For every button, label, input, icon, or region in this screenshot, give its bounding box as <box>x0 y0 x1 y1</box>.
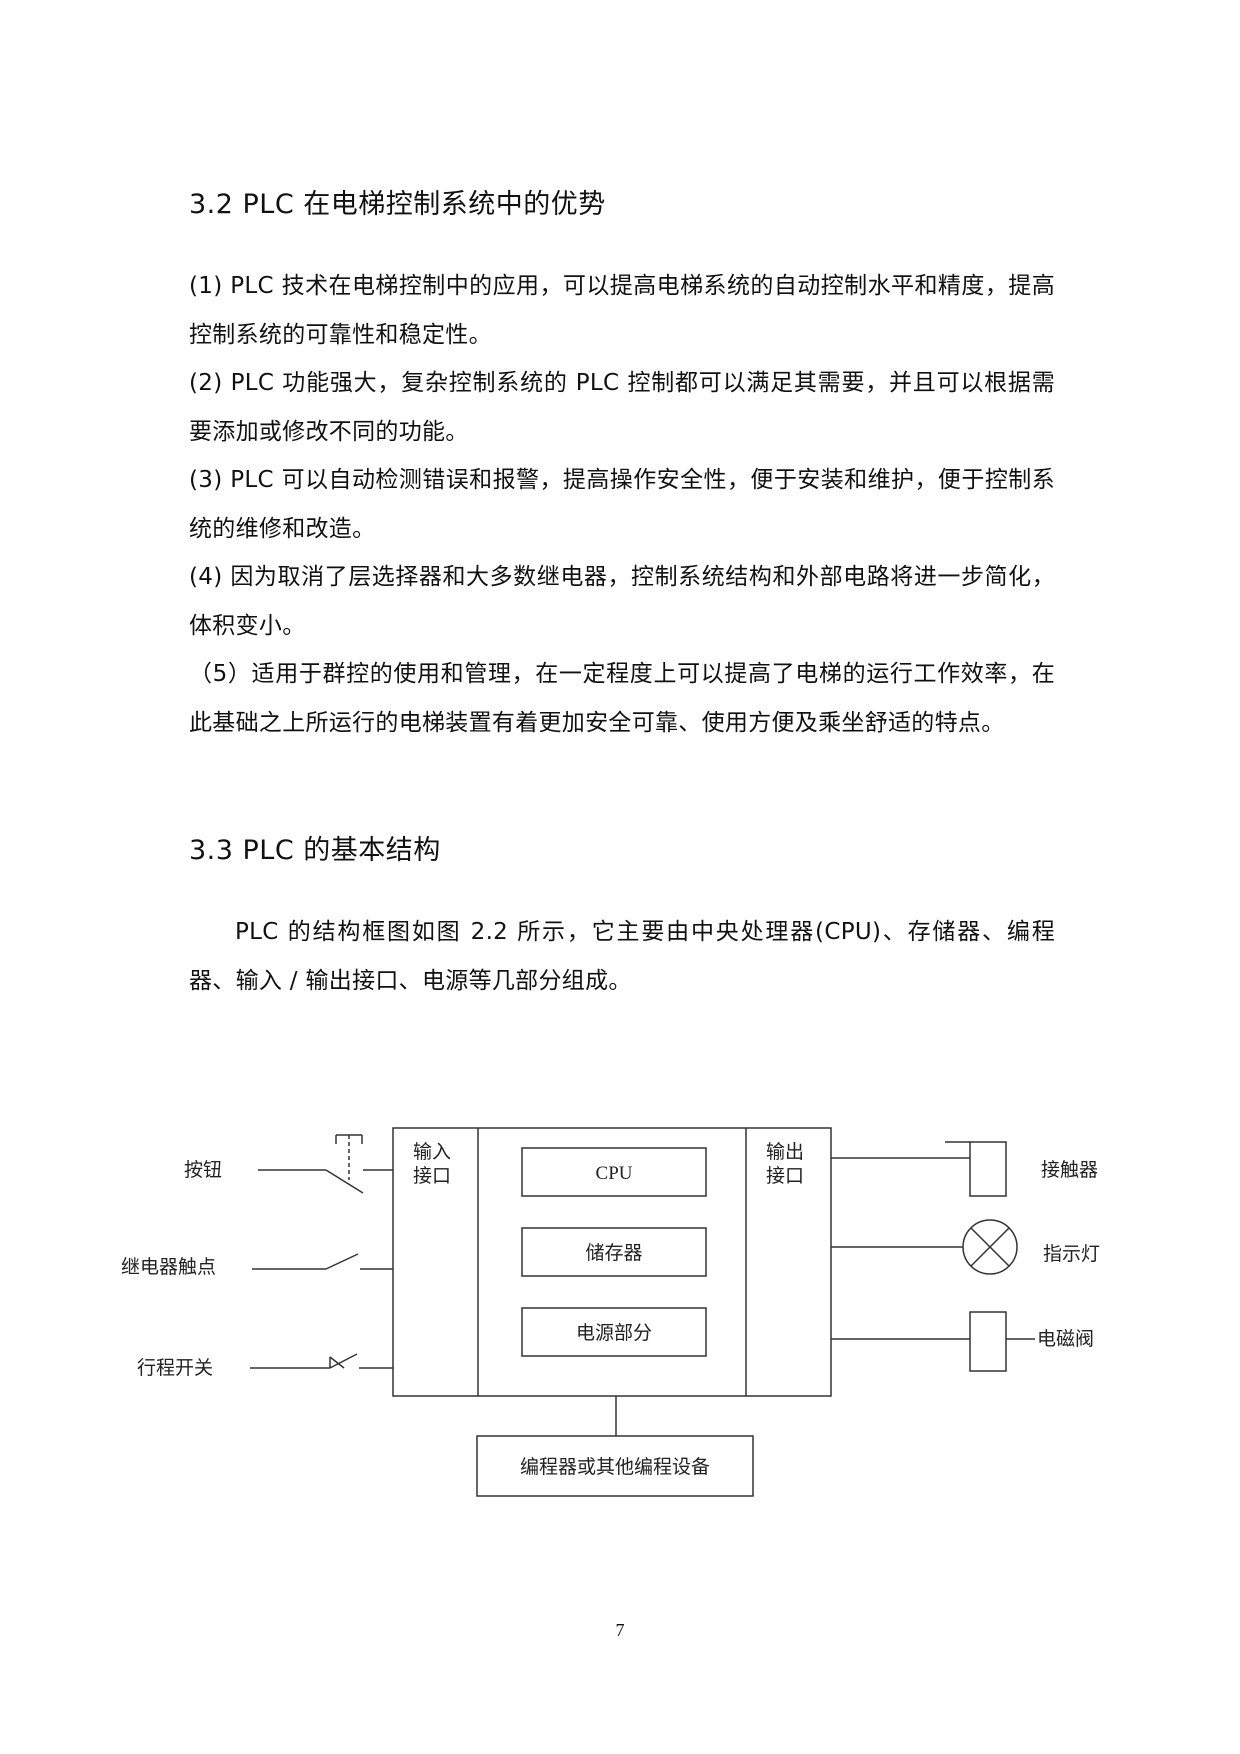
power-block <box>521 1307 707 1357</box>
power-label: 电源部分 <box>576 1322 652 1344</box>
memory-block <box>521 1227 707 1277</box>
page-number: 7 <box>615 1620 625 1640</box>
list-item: （5）适用于群控的使用和管理，在一定程度上可以提高了电梯的运行工作效率，在此基础… <box>189 661 1055 736</box>
programmer-block <box>476 1435 754 1497</box>
contactor-label: 接触器 <box>1041 1159 1098 1181</box>
list-item: (3) PLC 可以自动检测错误和报警，提高操作安全性，便于安装和维护，便于控制… <box>189 467 1055 542</box>
programmer-label: 编程器或其他编程设备 <box>520 1456 710 1478</box>
advantages-list: (1) PLC 技术在电梯控制中的应用，可以提高电梯系统的自动控制水平和精度，提… <box>189 262 1055 747</box>
list-item: (1) PLC 技术在电梯控制中的应用，可以提高电梯系统的自动控制水平和精度，提… <box>189 273 1055 348</box>
output-interface-label-2: 接口 <box>766 1165 804 1187</box>
input-interface-label-2: 接口 <box>413 1165 451 1187</box>
travel-switch-symbol <box>250 1353 393 1369</box>
indicator-lamp-symbol <box>831 1219 1018 1275</box>
cpu-label: CPU <box>596 1163 633 1184</box>
list-item: (4) 因为取消了层选择器和大多数继电器，控制系统结构和外部电路将进一步简化，体… <box>189 564 1055 639</box>
push-button-label: 按钮 <box>184 1159 222 1181</box>
indicator-lamp-label: 指示灯 <box>1043 1243 1100 1265</box>
relay-contact-label: 继电器触点 <box>121 1256 216 1278</box>
section-3-3-heading: 3.3 PLC 的基本结构 <box>189 835 441 866</box>
output-interface-label-1: 输出 <box>766 1141 804 1163</box>
cpu-block <box>521 1147 707 1197</box>
structure-intro-paragraph: PLC 的结构框图如图 2.2 所示，它主要由中央处理器(CPU)、存储器、编程… <box>189 919 1055 994</box>
plc-structure-diagram: 按钮 继电器触点 行程开关 输入 接口 输出 接口 CPU 储存器 电源部分 接… <box>121 1127 1100 1497</box>
solenoid-valve-label: 电磁阀 <box>1037 1328 1094 1350</box>
input-interface-label-1: 输入 <box>413 1141 451 1163</box>
travel-switch-label: 行程开关 <box>137 1357 213 1379</box>
list-item: (2) PLC 功能强大，复杂控制系统的 PLC 控制都可以满足其需要，并且可以… <box>189 370 1055 445</box>
solenoid-valve-symbol <box>831 1311 1035 1372</box>
memory-label: 储存器 <box>585 1242 642 1264</box>
relay-contact-symbol <box>252 1253 393 1270</box>
section-3-2-heading: 3.2 PLC 在电梯控制系统中的优势 <box>189 189 606 220</box>
plc-main-box <box>392 1127 832 1397</box>
push-button-symbol <box>258 1134 393 1194</box>
contactor-symbol <box>831 1141 1007 1197</box>
